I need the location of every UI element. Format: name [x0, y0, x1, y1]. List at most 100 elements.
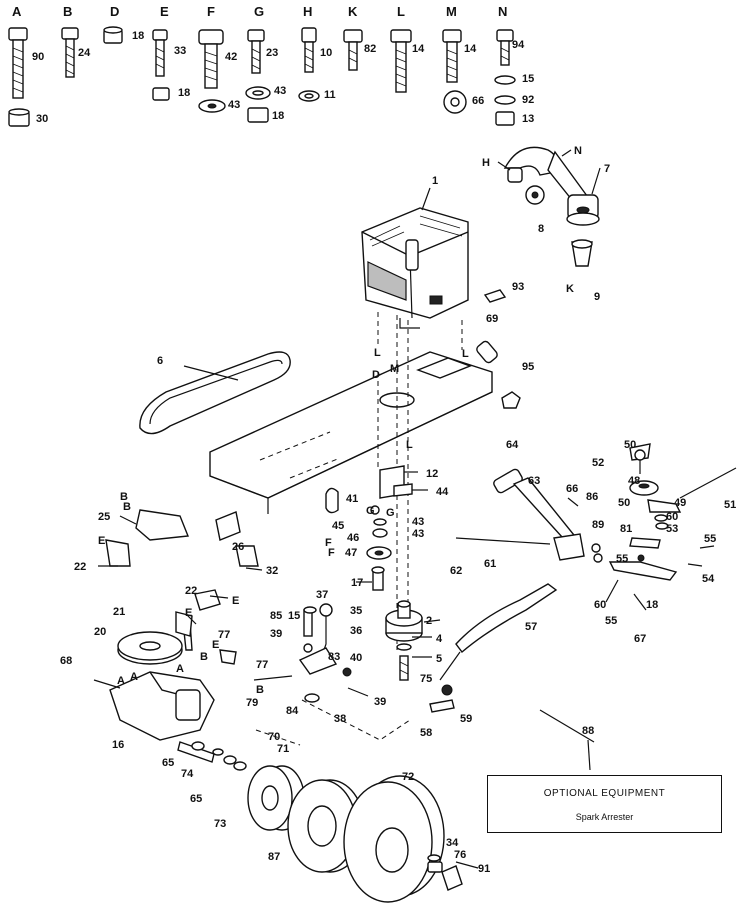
callout: 17 — [351, 577, 363, 589]
callout: 9 — [594, 291, 600, 303]
callout: 12 — [426, 468, 438, 480]
callout: 68 — [60, 655, 72, 667]
callout: 16 — [112, 739, 124, 751]
callout: 55 — [616, 553, 628, 565]
nut-d — [103, 26, 123, 44]
letter-l: L — [397, 4, 405, 19]
callout: 47 — [345, 547, 357, 559]
callout: 79 — [246, 697, 258, 709]
callout: 36 — [350, 625, 362, 637]
callout: 22 — [185, 585, 197, 597]
callout: 39 — [270, 628, 282, 640]
callout: 58 — [420, 727, 432, 739]
callout: 71 — [277, 743, 289, 755]
callout-numbers: 1 7 8 9 93 69 95 6 12 44 41 43 43 45 46 … — [60, 163, 736, 875]
callout: 8 — [538, 223, 544, 235]
callout: 77 — [256, 659, 268, 671]
callout-letter: A — [176, 663, 184, 675]
callout: 49 — [674, 497, 686, 509]
bolt-k — [343, 29, 363, 71]
callout: 65 — [162, 757, 174, 769]
callout: 38 — [334, 713, 346, 725]
bolt-h — [298, 27, 320, 102]
hardware-labels: A B D E F G H K L M N — [12, 4, 507, 19]
hw-num: 42 — [225, 51, 237, 63]
callout: 32 — [266, 565, 278, 577]
callout-letter: B — [123, 501, 131, 513]
pulley-stack — [325, 465, 413, 591]
spark-arrester-label: Spark Arrester — [575, 812, 634, 822]
callout: 7 — [604, 163, 610, 175]
letter-d: D — [110, 4, 119, 19]
hw-num: 11 — [324, 89, 336, 101]
callout: 50 — [618, 497, 630, 509]
optional-equipment-title: OPTIONAL EQUIPMENT — [543, 788, 666, 799]
engine-pulley — [385, 600, 423, 681]
callout: 63 — [528, 475, 540, 487]
hw-num: 14 — [464, 43, 477, 55]
callout-letter: L — [374, 347, 381, 359]
hw-num: 18 — [178, 87, 190, 99]
callout: 57 — [525, 621, 537, 633]
callout-letter: F — [328, 547, 335, 559]
callout: 54 — [702, 573, 715, 585]
callout: 44 — [436, 486, 449, 498]
leader-lines — [98, 149, 715, 869]
bolt-e — [152, 29, 170, 101]
callout: 18 — [646, 599, 658, 611]
callout: 26 — [232, 541, 244, 553]
letter-n: N — [498, 4, 507, 19]
callout: 75 — [420, 673, 432, 685]
callout: 65 — [190, 793, 202, 805]
hw-num: 15 — [522, 73, 534, 85]
hw-num: 90 — [32, 51, 44, 63]
callout-letter: H — [482, 157, 490, 169]
callout: 64 — [506, 439, 519, 451]
hw-num: 43 — [274, 85, 286, 97]
letter-g: G — [254, 4, 264, 19]
callout-letter: E — [232, 595, 239, 607]
callout: 51 — [724, 499, 736, 511]
callout: 43 — [412, 516, 424, 528]
hw-num: 30 — [36, 113, 48, 125]
callout-letter: F — [325, 537, 332, 549]
hw-num: 33 — [174, 45, 186, 57]
hw-num: 43 — [228, 99, 240, 111]
engine — [361, 207, 469, 329]
callout: 2 — [426, 615, 432, 627]
callout: 20 — [94, 626, 106, 638]
small-parts — [105, 289, 521, 713]
callout: 72 — [402, 771, 414, 783]
callout-letter: E — [98, 535, 105, 547]
hw-num: 18 — [132, 30, 144, 42]
callout: 87 — [268, 851, 280, 863]
callout: 4 — [436, 633, 443, 645]
callout: 48 — [628, 475, 640, 487]
hw-num: 13 — [522, 113, 534, 125]
callout-letter: B — [256, 684, 264, 696]
callout: 76 — [454, 849, 466, 861]
callout: 52 — [592, 457, 604, 469]
callout: 70 — [268, 731, 280, 743]
callout: 6 — [157, 355, 163, 367]
hw-num: 14 — [412, 43, 425, 55]
callout: 41 — [346, 493, 358, 505]
callout: 60 — [666, 511, 678, 523]
callout-letter: A — [130, 671, 138, 683]
callout: 88 — [582, 725, 594, 737]
callout: 34 — [446, 837, 459, 849]
callout: 85 — [270, 610, 282, 622]
letter-k: K — [348, 4, 358, 19]
bolt-f — [198, 29, 226, 113]
hw-num: 92 — [522, 94, 534, 106]
hw-num: 10 — [320, 47, 332, 59]
callout: 55 — [605, 615, 617, 627]
callout: 1 — [432, 175, 438, 187]
wheel-and-tires — [247, 765, 463, 903]
frame — [209, 351, 493, 514]
callout-letter: L — [406, 439, 413, 451]
callout: 43 — [412, 528, 424, 540]
bolt-m — [442, 29, 467, 114]
assembly-lines — [255, 312, 463, 746]
